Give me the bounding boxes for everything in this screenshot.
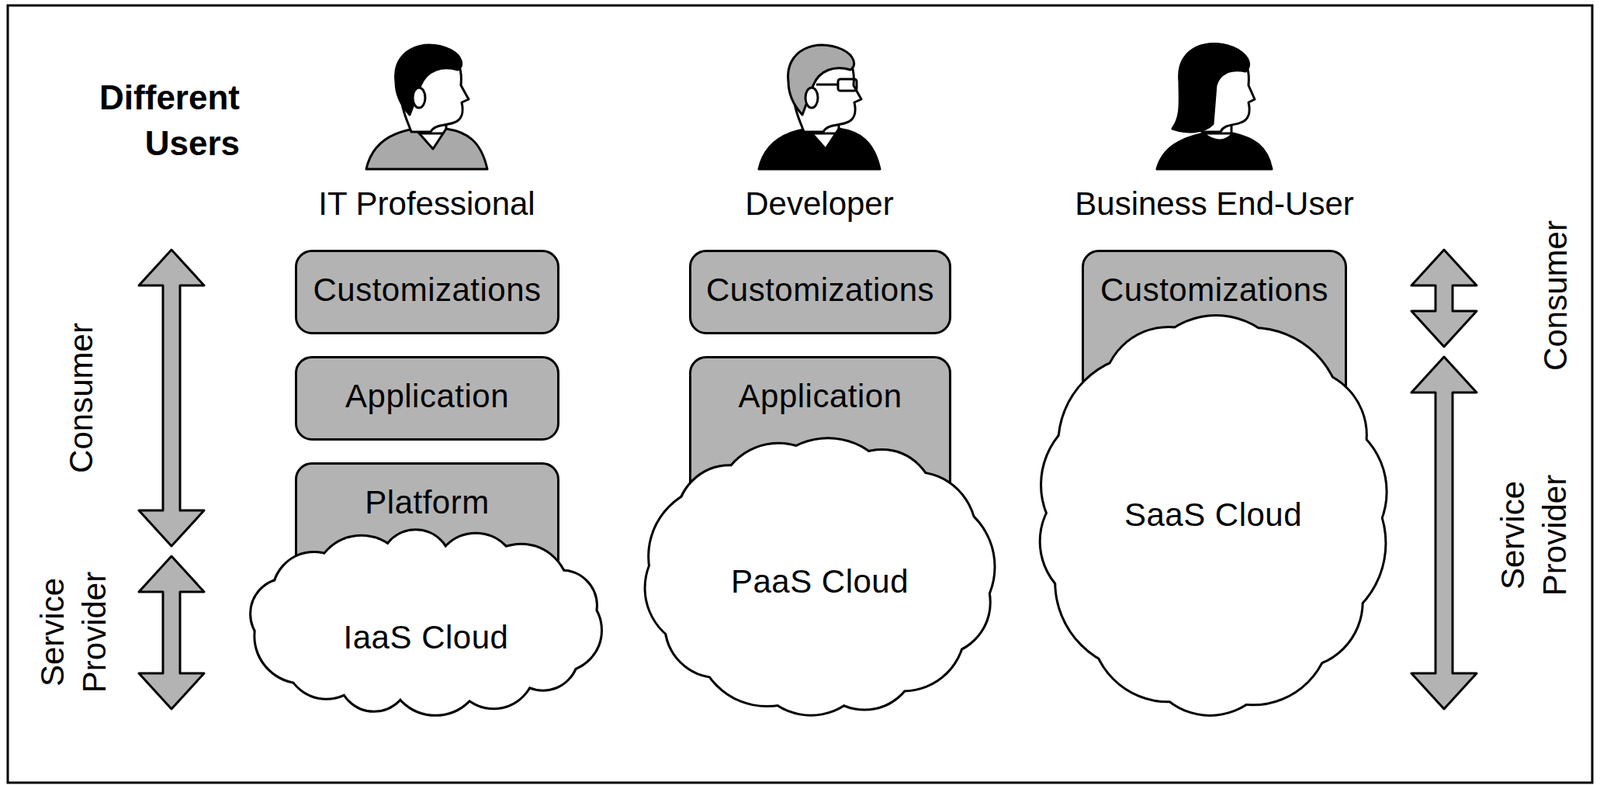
- layer-label: Customizations: [312, 270, 541, 310]
- consumer-arrow: [138, 249, 205, 547]
- layer-label: Customizations: [1100, 270, 1329, 310]
- consumer-arrow: [1411, 249, 1477, 347]
- provider-arrow: [1411, 356, 1477, 710]
- cloud-shape: PaaS Cloud: [644, 439, 995, 715]
- side-label: Consumer: [1534, 220, 1577, 371]
- cloud-label: PaaS Cloud: [730, 562, 909, 602]
- user-label: Business End-User: [1074, 183, 1354, 226]
- user-label: Developer: [744, 183, 894, 226]
- cloud-label: IaaS Cloud: [343, 618, 510, 658]
- cloud-shape: IaaS Cloud: [249, 530, 603, 715]
- cloud-label: SaaS Cloud: [1124, 495, 1303, 535]
- cloud-shape: SaaS Cloud: [1038, 316, 1388, 715]
- layer-label: Application: [738, 377, 903, 416]
- side-label: Service Provider: [31, 571, 116, 693]
- person-icon: [758, 45, 880, 170]
- layer-box: Application: [294, 356, 560, 441]
- person-icon: [1156, 43, 1272, 170]
- provider-arrow: [138, 556, 205, 710]
- row-heading: Different Users: [99, 74, 240, 167]
- user-label: IT Professional: [318, 183, 535, 226]
- layer-box: Customizations: [294, 249, 560, 335]
- layer-label: Application: [345, 377, 510, 416]
- side-label: Consumer: [60, 322, 103, 474]
- layer-label: Customizations: [706, 270, 935, 310]
- layer-box: Customizations: [689, 249, 952, 335]
- frame: [7, 5, 1593, 783]
- person-icon: [366, 45, 488, 170]
- side-label: Service Provider: [1492, 474, 1576, 596]
- layer-label: Platform: [364, 483, 489, 523]
